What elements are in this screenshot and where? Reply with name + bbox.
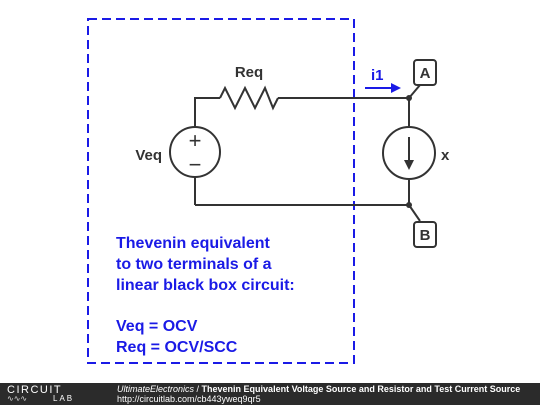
wire-top xyxy=(194,97,220,128)
footer-bar: CIRCUIT ∿∿∿ LAB UltimateElectronics / Th… xyxy=(0,383,540,405)
terminal-b-box xyxy=(413,221,437,248)
annotation-line-2: to two terminals of a xyxy=(116,256,272,273)
current-label: i1 xyxy=(371,67,384,84)
wires xyxy=(194,84,421,222)
terminal-b-label: B xyxy=(420,227,431,244)
terminal-a: A xyxy=(413,59,437,86)
resistor-req xyxy=(219,85,279,111)
logo-circuit-text: CIRCUIT xyxy=(7,384,63,396)
terminal-a-label: A xyxy=(420,65,431,82)
terminal-b: B xyxy=(413,221,437,248)
voltage-source-plus: + xyxy=(189,128,202,153)
annotation-line-5: Req = OCV/SCC xyxy=(116,339,238,356)
voltage-source-minus: − xyxy=(189,152,202,177)
annotation-line-4: Veq = OCV xyxy=(116,318,198,335)
black-box-boundary xyxy=(87,18,355,364)
credit-separator: / xyxy=(194,384,202,394)
credit-line: UltimateElectronics / Thevenin Equivalen… xyxy=(117,384,520,394)
schematic-canvas: Req + − Veq x A B i1 Thevenin equivalent… xyxy=(87,18,450,364)
annotation-line-3: linear black box circuit: xyxy=(116,277,295,294)
circuit-url[interactable]: http://circuitlab.com/cb443yweq9qr5 xyxy=(117,394,261,404)
current-source xyxy=(382,126,436,180)
circuit-title: Thevenin Equivalent Voltage Source and R… xyxy=(201,384,521,394)
logo-wave: ∿∿∿ xyxy=(7,394,28,403)
resistor-label: Req xyxy=(235,64,263,81)
current-arrow-head xyxy=(391,83,401,93)
author-link[interactable]: UltimateElectronics xyxy=(117,384,195,394)
current-source-arrow-head xyxy=(404,160,414,170)
voltage-source-label: Veq xyxy=(135,147,162,164)
circuitlab-logo[interactable]: CIRCUIT ∿∿∿ LAB xyxy=(5,385,99,403)
logo-lab-text: LAB xyxy=(53,394,75,403)
logo-resistor-icon: ∿∿∿ xyxy=(7,395,27,403)
voltage-source xyxy=(169,126,221,178)
annotation-line-1: Thevenin equivalent xyxy=(116,235,270,252)
junction-dot-a xyxy=(406,95,412,101)
current-source-label: x xyxy=(441,147,450,164)
terminal-b-lead xyxy=(408,204,421,222)
junction-dot-b xyxy=(406,202,412,208)
terminal-a-box xyxy=(413,59,437,86)
